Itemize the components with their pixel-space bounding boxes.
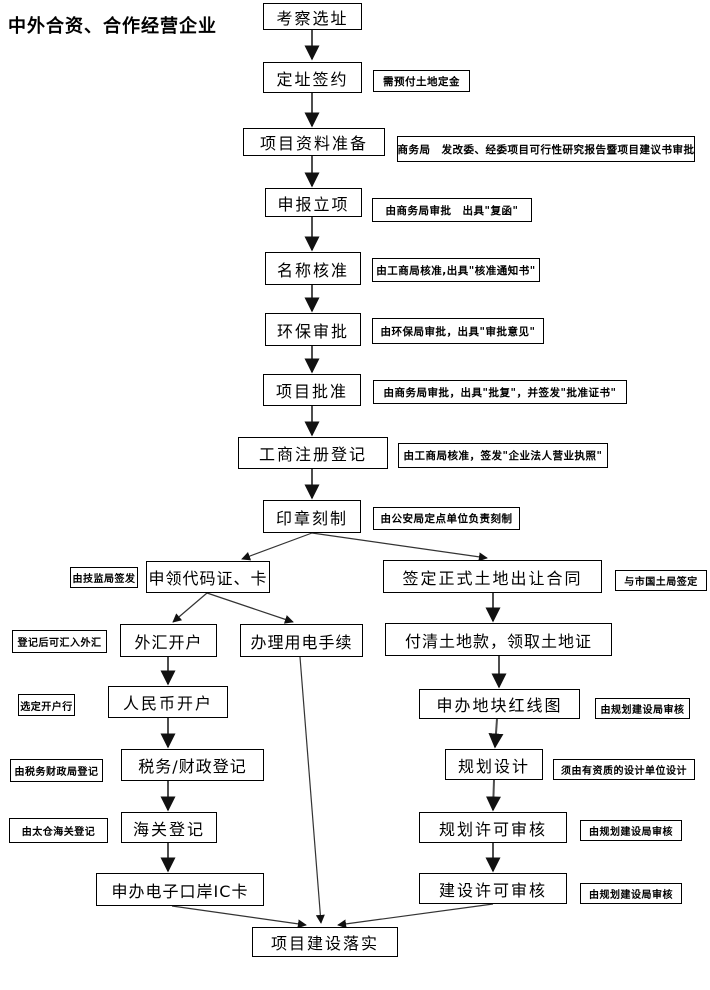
node-tax-registration: 税务/财政登记 xyxy=(121,749,264,781)
note-env-opinion: 由环保局审批，出具"审批意见" xyxy=(372,318,544,344)
node-env-approval: 环保审批 xyxy=(265,313,361,346)
arrow-redline-design xyxy=(488,718,504,749)
arrow-design-planpermit xyxy=(485,779,501,812)
node-site-survey: 考察选址 xyxy=(263,3,362,30)
note-customs-office: 由太仓海关登记 xyxy=(9,818,108,843)
node-business-registration: 工商注册登记 xyxy=(238,437,388,469)
note-planning-bureau-3: 由规划建设局审核 xyxy=(580,883,682,904)
note-name-notice: 由工商局核准,出具"核准通知书" xyxy=(372,258,540,282)
node-red-line-map: 申办地块红线图 xyxy=(419,689,580,719)
note-land-deposit: 需预付土地定金 xyxy=(373,70,470,92)
arrow-constrpermit-implementation xyxy=(337,903,494,929)
note-bank-choice: 选定开户行 xyxy=(18,694,75,716)
note-feasibility: 商务局 发改委、经委项目可行性研究报告暨项目建议书审批 xyxy=(397,136,695,162)
node-land-payment: 付清土地款，领取土地证 xyxy=(385,623,612,656)
node-site-contract: 定址签约 xyxy=(263,62,362,93)
node-electricity: 办理用电手续 xyxy=(240,624,363,657)
node-project-approval: 项目批准 xyxy=(263,374,361,406)
node-ic-card: 申办电子口岸IC卡 xyxy=(96,873,264,906)
page-title: 中外合资、合作经营企业 xyxy=(8,16,217,37)
note-tech-bureau: 由技监局签发 xyxy=(70,567,138,588)
node-planning-design: 规划设计 xyxy=(445,749,543,780)
arrow-electricity-implementation xyxy=(299,656,325,924)
arrow-seal-landcontract xyxy=(311,532,488,562)
node-construction-permit: 建设许可审核 xyxy=(419,873,567,904)
node-customs-registration: 海关登记 xyxy=(121,812,217,843)
note-forex-inflow: 登记后可汇入外汇 xyxy=(12,630,107,653)
note-planning-bureau-1: 由规划建设局审核 xyxy=(595,698,690,719)
node-rmb-account: 人民币开户 xyxy=(108,686,228,718)
arrow-iccard-implementation xyxy=(171,905,307,929)
note-seal-unit: 由公安局定点单位负责刻制 xyxy=(373,507,520,530)
note-approval-cert: 由商务局审批，出具"批复"，并签发"批准证书" xyxy=(373,380,627,404)
arrow-code-electricity xyxy=(206,592,294,624)
node-project-implementation: 项目建设落实 xyxy=(252,927,398,957)
node-forex-account: 外汇开户 xyxy=(120,624,217,657)
node-name-approval: 名称核准 xyxy=(265,252,361,285)
node-project-filing: 申报立项 xyxy=(265,188,362,217)
node-code-certificate: 申领代码证、卡 xyxy=(146,561,270,593)
arrow-seal-code xyxy=(241,532,313,561)
note-tax-bureau: 由税务财政局登记 xyxy=(10,759,103,782)
node-planning-permit: 规划许可审核 xyxy=(419,812,567,843)
note-filing-reply: 由商务局审批 出具"复函" xyxy=(372,198,532,222)
note-planning-bureau-2: 由规划建设局审核 xyxy=(580,820,682,841)
node-project-materials: 项目资料准备 xyxy=(243,128,385,156)
node-seal-carving: 印章刻制 xyxy=(263,500,361,533)
arrow-code-forex xyxy=(172,592,208,623)
note-business-license: 由工商局核准，签发"企业法人营业执照" xyxy=(398,443,608,468)
note-land-bureau: 与市国土局签定 xyxy=(615,570,707,591)
node-land-contract: 签定正式土地出让合同 xyxy=(383,560,602,593)
note-design-unit: 须由有资质的设计单位设计 xyxy=(553,759,695,780)
